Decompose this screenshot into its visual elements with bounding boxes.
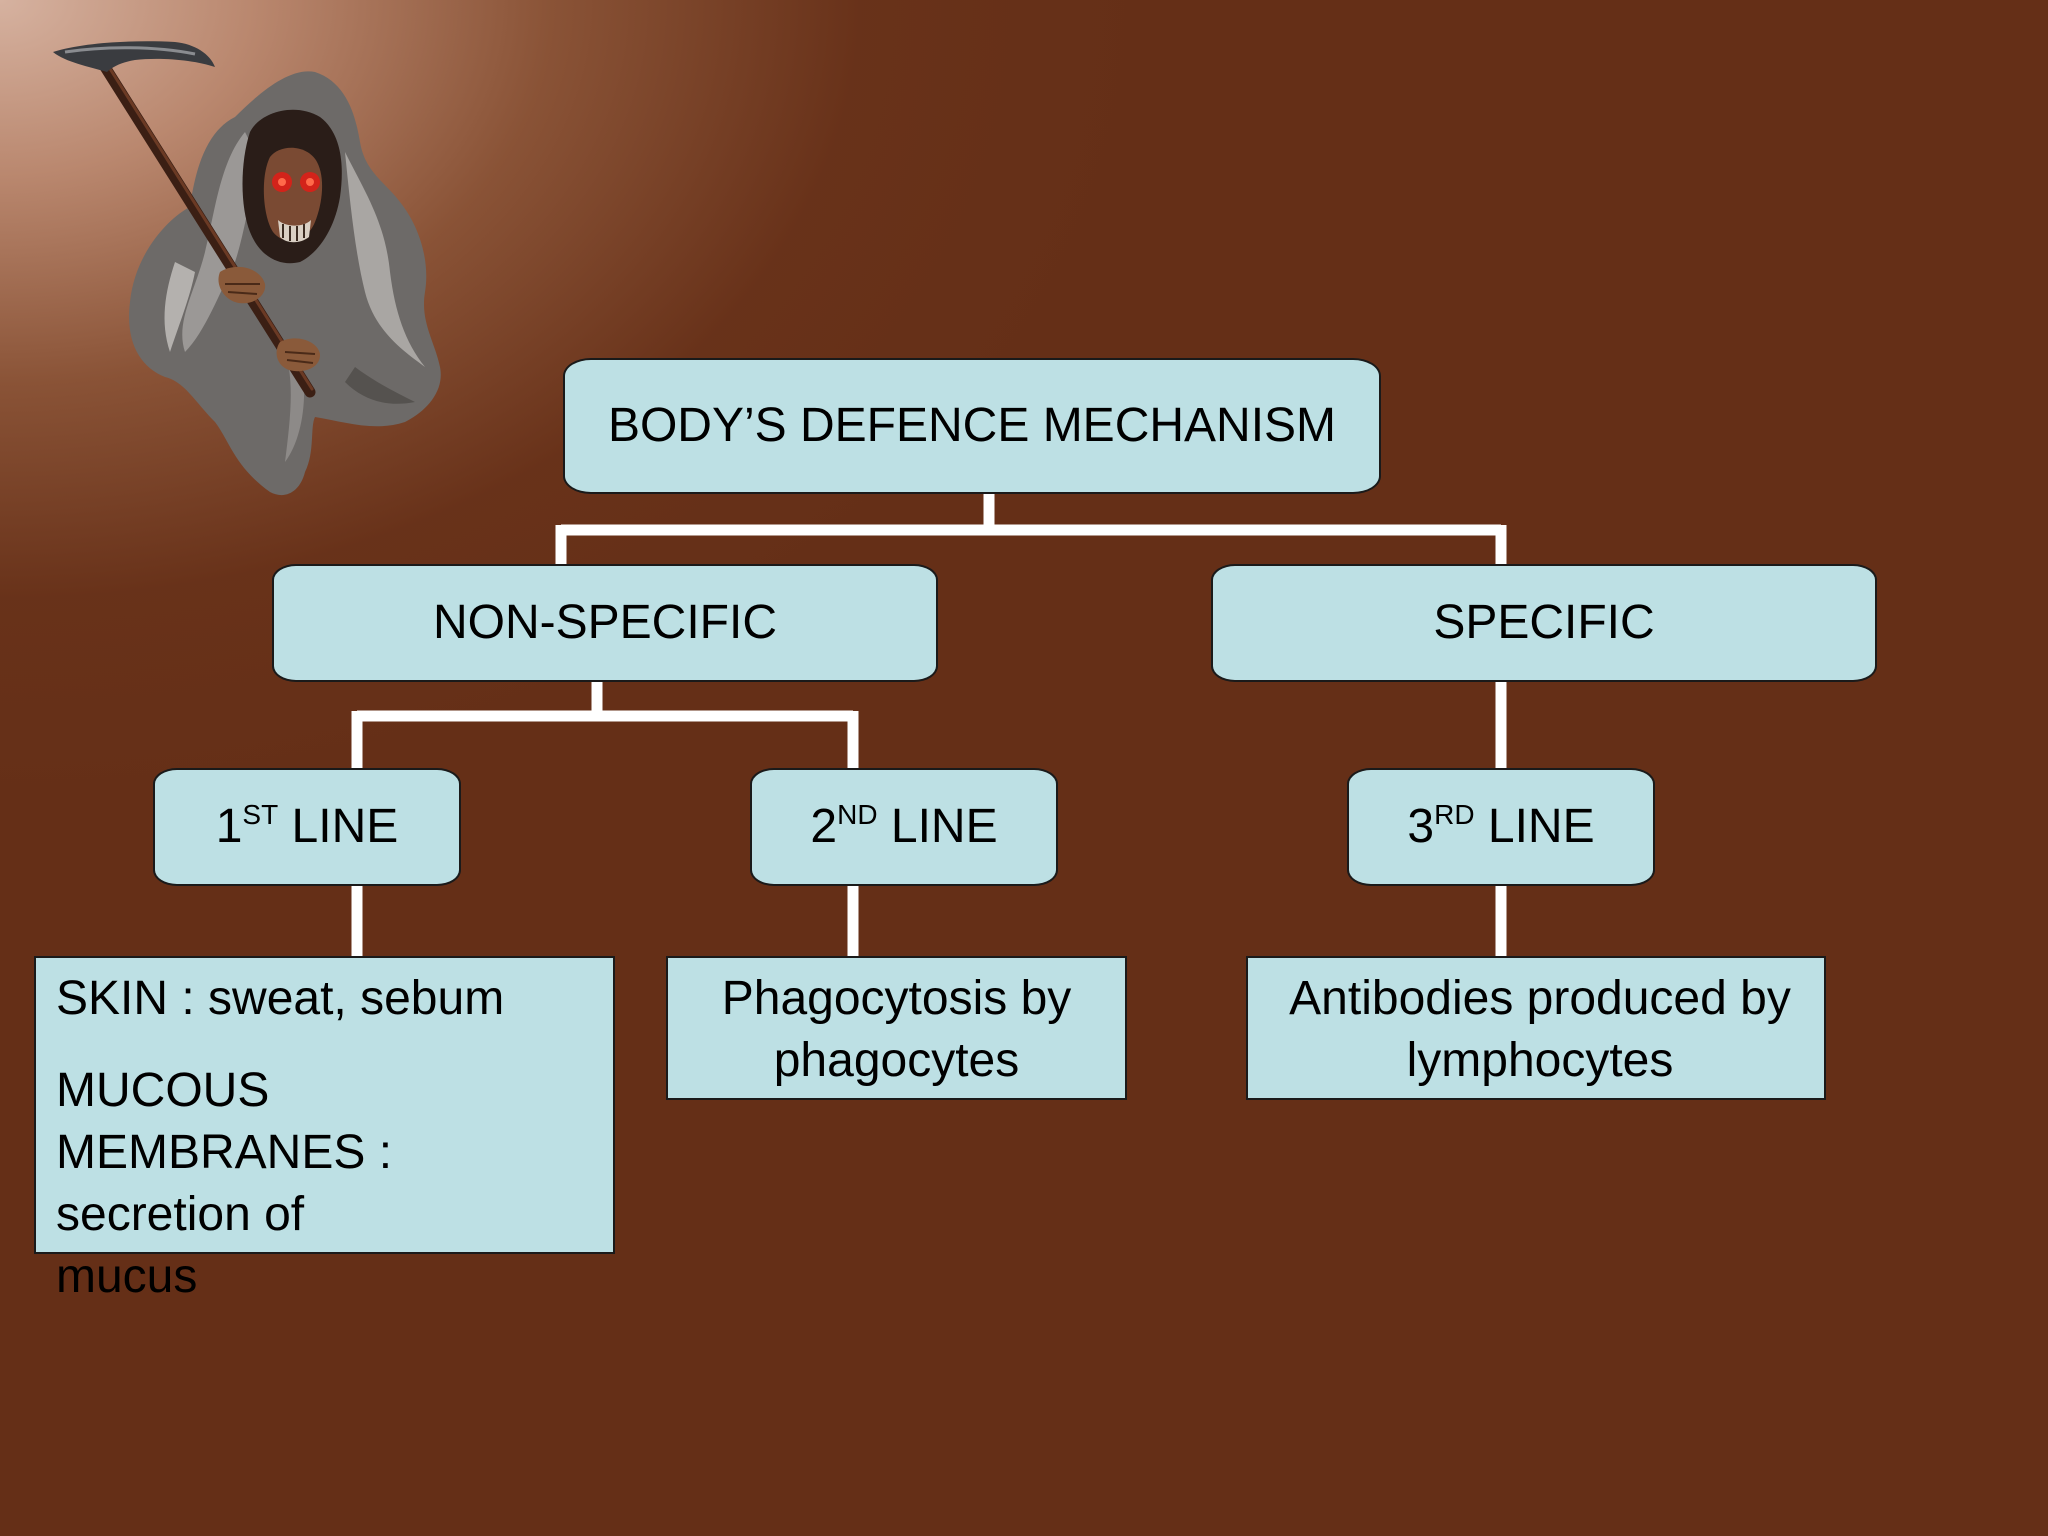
- root-label: BODY’S DEFENCE MECHANISM: [607, 399, 1337, 453]
- second-line-label: 2ND LINE: [810, 799, 998, 854]
- first-line-label: 1ST LINE: [215, 799, 399, 854]
- grim-reaper-illustration: [53, 41, 441, 496]
- first-line-node: 1ST LINE: [153, 768, 461, 886]
- second-line-node: 2ND LINE: [750, 768, 1058, 886]
- root-node: BODY’S DEFENCE MECHANISM: [563, 358, 1381, 494]
- phagocytosis-text: Phagocytosis by phagocytes: [721, 972, 1072, 1087]
- third-line-label: 3RD LINE: [1407, 799, 1595, 854]
- specific-label: SPECIFIC: [1433, 596, 1655, 650]
- specific-node: SPECIFIC: [1211, 564, 1877, 682]
- second-line-detail-box: Phagocytosis by phagocytes: [666, 956, 1127, 1100]
- third-line-detail-box: Antibodies produced by lymphocytes: [1246, 956, 1826, 1100]
- mucous-membranes-text: MUCOUS MEMBRANES : secretion of mucus: [56, 1064, 393, 1303]
- first-line-detail-box: SKIN : sweat, sebum MUCOUS MEMBRANES : s…: [34, 956, 615, 1303]
- non-specific-label: NON-SPECIFIC: [432, 596, 777, 650]
- antibodies-text: Antibodies produced by lymphocytes: [1289, 972, 1791, 1087]
- third-line-node: 3RD LINE: [1347, 768, 1655, 886]
- non-specific-node: NON-SPECIFIC: [272, 564, 938, 682]
- skin-text: SKIN : sweat, sebum: [56, 972, 505, 1025]
